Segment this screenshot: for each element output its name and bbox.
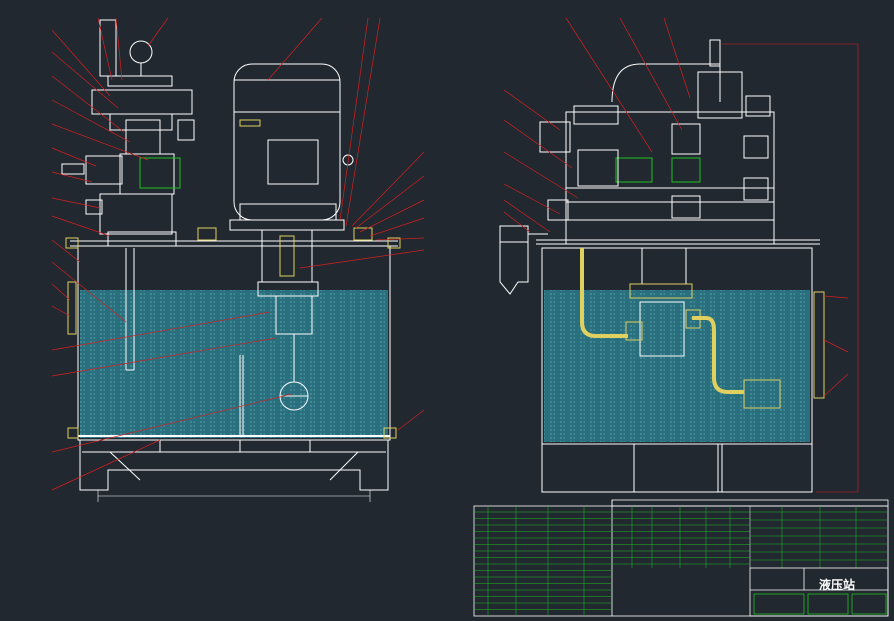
breather — [499, 225, 529, 243]
side-level-gauge — [813, 291, 825, 399]
level-gauge — [67, 281, 77, 335]
front-view — [61, 19, 401, 502]
title-block — [749, 567, 889, 617]
front-leaders — [51, 17, 425, 491]
side-oil-level — [544, 290, 810, 442]
front-base-frame — [79, 440, 389, 491]
front-oil-level — [80, 290, 388, 438]
bom-grid — [474, 506, 888, 616]
side-leaders — [503, 17, 849, 397]
valve-stack — [61, 19, 195, 247]
electric-motor — [233, 63, 354, 221]
drawing-title: 液压站 — [818, 577, 855, 592]
pressure-gauge — [129, 40, 153, 64]
side-view — [499, 39, 859, 493]
return-filter — [743, 379, 781, 409]
bill-of-materials — [473, 499, 889, 617]
